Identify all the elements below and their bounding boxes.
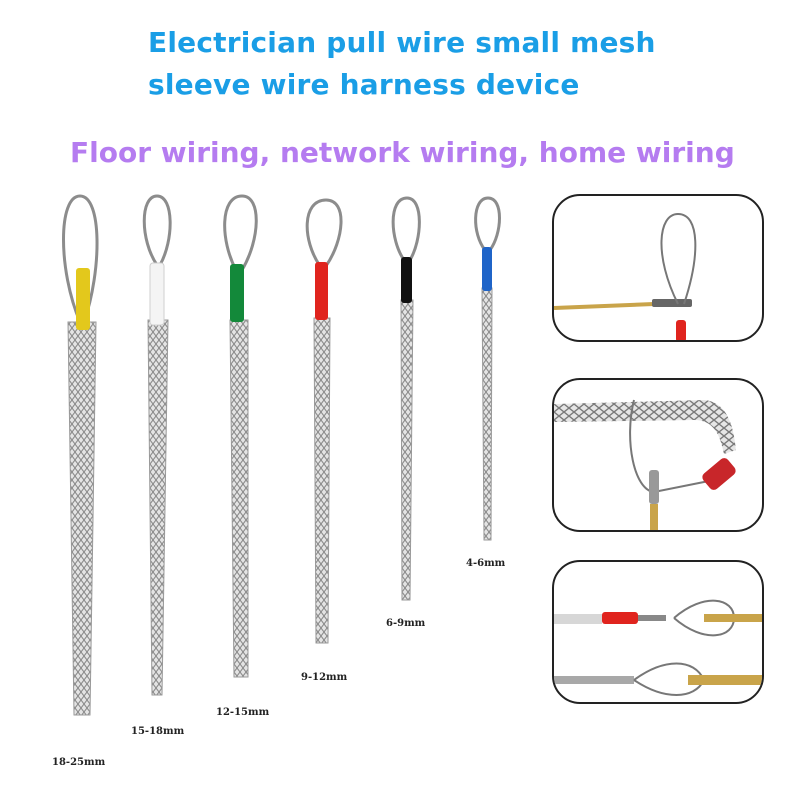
size-label-6-9mm: 6-9mm [386,618,426,629]
size-label-9-12mm: 9-12mm [301,672,348,683]
subtitle: Floor wiring, network wiring, home wirin… [70,136,735,169]
grip-6-9mm [391,196,421,601]
white-sleeve [149,262,165,326]
size-label-12-15mm: 12-15mm [216,707,270,718]
grip-12-15mm [223,194,258,678]
title-line-1: Electrician pull wire small mesh [148,26,656,59]
grip-4-6mm [474,196,501,541]
size-label-4-6mm: 4-6mm [466,558,506,569]
green-sleeve [230,264,244,322]
detail-panel-mesh-hook [552,378,764,532]
black-sleeve [401,257,412,303]
size-label-15-18mm: 15-18mm [131,726,185,737]
yellow-sleeve [76,268,90,330]
title-line-2: sleeve wire harness device [148,68,580,101]
grip-18-25mm [62,194,99,716]
blue-sleeve [482,247,492,291]
grip-15-18mm [142,194,172,696]
red-sleeve [315,262,328,320]
detail-panel-loop-connection [552,194,764,342]
size-label-18-25mm: 18-25mm [52,757,106,768]
detail-panel-connector-comparison [552,560,764,704]
grip-9-12mm [305,198,343,644]
